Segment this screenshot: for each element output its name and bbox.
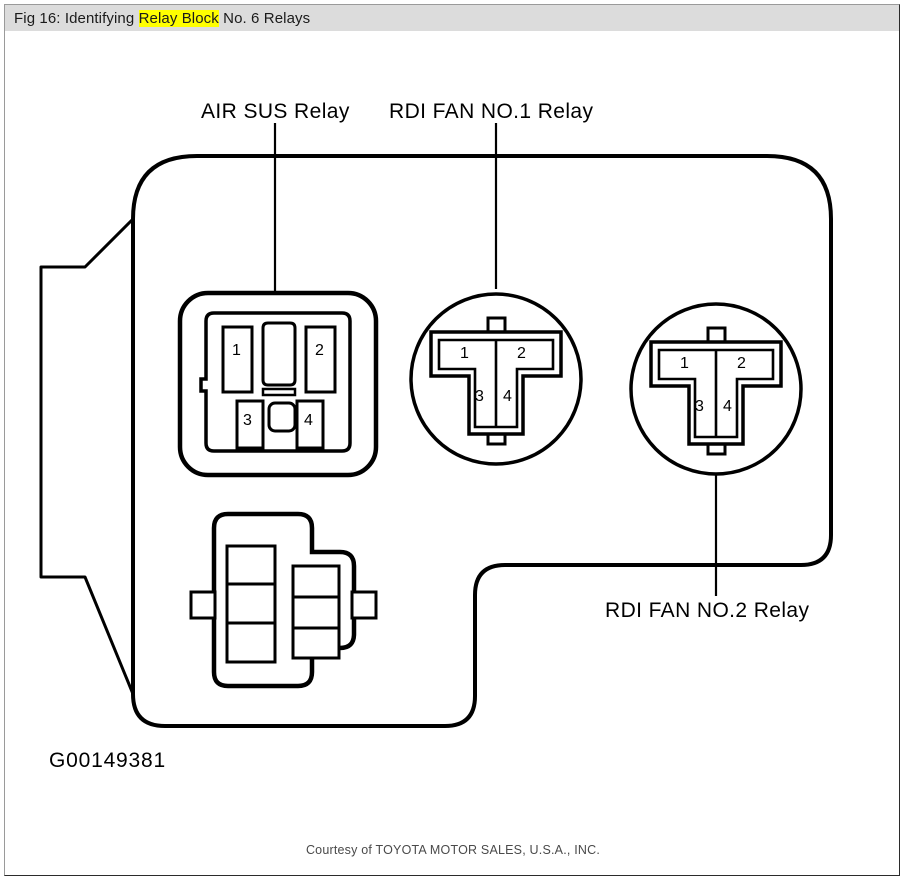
figure-title-suffix: No. 6 Relays bbox=[218, 10, 311, 27]
multi-pin-connector-tab-right bbox=[350, 590, 378, 620]
figure-title: Fig 16: Identifying Relay Block No. 6 Re… bbox=[14, 10, 310, 27]
pin-label-round2-3: 3 bbox=[695, 398, 704, 415]
pin-label-round1-1: 1 bbox=[460, 345, 469, 362]
pin-label-round2-2: 2 bbox=[737, 355, 746, 372]
relay-block-housing bbox=[39, 154, 833, 728]
relay-block-diagram bbox=[39, 123, 833, 728]
label-air-sus-relay: AIR SUS Relay bbox=[201, 100, 350, 123]
pin-label-round1-4: 4 bbox=[503, 388, 512, 405]
multi-pin-connector-tab-left bbox=[189, 590, 217, 620]
round-relay-2[interactable] bbox=[629, 302, 803, 476]
pin-label-round1-2: 2 bbox=[517, 345, 526, 362]
square-relay-terminal-3[interactable] bbox=[235, 399, 265, 450]
courtesy-footer: Courtesy of TOYOTA MOTOR SALES, U.S.A., … bbox=[305, 843, 601, 857]
square-relay-center-cavity-small bbox=[267, 401, 297, 433]
square-relay-terminal-2[interactable] bbox=[304, 325, 337, 394]
figure-content-area: AIR SUS Relay RDI FAN NO.1 Relay RDI FAN… bbox=[4, 31, 900, 876]
round-relay-1-tab-top bbox=[486, 316, 507, 334]
round-relay-2-tab-top bbox=[706, 326, 727, 344]
square-relay-socket[interactable] bbox=[177, 290, 379, 478]
pin-label-round1-3: 3 bbox=[475, 388, 484, 405]
multi-pin-connector-right-column bbox=[291, 564, 341, 660]
housing-left-flange bbox=[39, 217, 135, 696]
figure-title-bar: Fig 16: Identifying Relay Block No. 6 Re… bbox=[4, 4, 900, 32]
figure-title-prefix: Fig 16: Identifying bbox=[14, 10, 139, 27]
square-relay-terminal-1[interactable] bbox=[221, 325, 254, 394]
housing-outline bbox=[131, 154, 833, 728]
pin-label-square-3: 3 bbox=[243, 412, 252, 429]
multi-pin-connector[interactable] bbox=[189, 511, 378, 689]
pin-label-square-2: 2 bbox=[315, 342, 324, 359]
square-relay-terminal-4[interactable] bbox=[295, 399, 325, 450]
label-rdi-fan-no2-relay: RDI FAN NO.2 Relay bbox=[605, 599, 810, 622]
square-relay-center-cavity-lip bbox=[261, 387, 297, 397]
round-relay-1[interactable] bbox=[409, 292, 583, 466]
label-rdi-fan-no1-relay: RDI FAN NO.1 Relay bbox=[389, 100, 594, 123]
square-relay-center-cavity-large bbox=[261, 321, 297, 387]
figure-id: G00149381 bbox=[49, 749, 166, 772]
pin-label-square-4: 4 bbox=[304, 412, 313, 429]
multi-pin-connector-left-column bbox=[225, 544, 277, 664]
pin-label-square-1: 1 bbox=[232, 342, 241, 359]
pin-label-round2-4: 4 bbox=[723, 398, 732, 415]
pin-label-round2-1: 1 bbox=[680, 355, 689, 372]
figure-title-highlight: Relay Block bbox=[138, 10, 219, 27]
